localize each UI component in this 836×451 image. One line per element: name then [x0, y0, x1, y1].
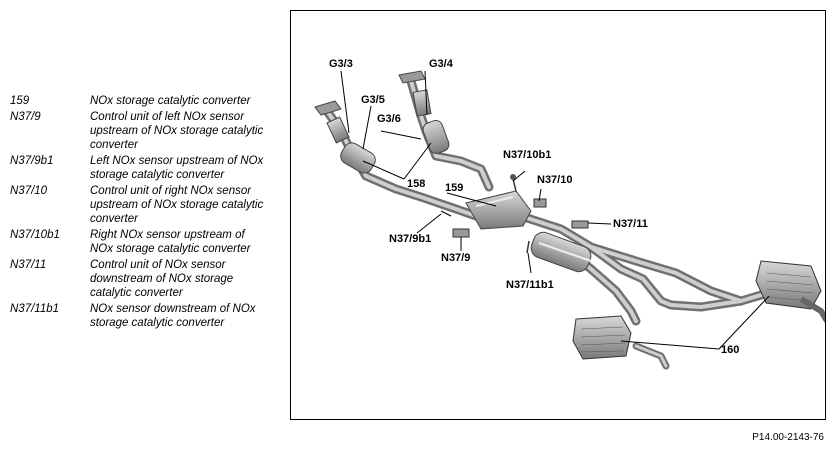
callout-g3-6: G3/6 [377, 113, 401, 125]
rear-silencers [572, 260, 825, 360]
legend-row: N37/10 Control unit of right NOx sensor … [10, 184, 280, 226]
callout-158: 158 [407, 178, 425, 190]
legend-code: N37/9b1 [10, 155, 54, 167]
control-unit-n37-10 [533, 198, 547, 208]
control-unit-n37-11 [571, 220, 589, 229]
legend-list: 159 NOx storage catalytic converter N37/… [10, 94, 280, 332]
legend-code: N37/11b1 [10, 303, 60, 315]
legend-row: N37/9b1 Left NOx sensor upstream of NOx … [10, 154, 280, 182]
callout-g3-4: G3/4 [429, 58, 454, 70]
callout-g3-5: G3/5 [361, 94, 385, 106]
legend-description: Control unit of NOx sensor downstream of… [90, 259, 234, 299]
middle-silencer [530, 231, 592, 273]
legend-description: Control unit of left NOx sensor upstream… [90, 111, 264, 151]
legend-row: N37/11b1 NOx sensor downstream of NOx st… [10, 302, 280, 330]
callout-n37-9: N37/9 [441, 252, 470, 264]
primary-catalytic-converters [340, 120, 450, 174]
nox-storage-catalytic-converter [465, 190, 532, 230]
legend-code: N37/10 [10, 185, 48, 197]
callout-g3-3: G3/3 [329, 58, 353, 70]
callout-labels: G3/3 G3/4 G3/5 G3/6 N37/10b1 N37/10 158 … [329, 58, 739, 356]
legend-row: N37/11 Control unit of NOx sensor downst… [10, 258, 280, 300]
callout-n37-11: N37/11 [613, 218, 648, 230]
legend-code: N37/11 [10, 259, 47, 271]
callout-n37-10b1: N37/10b1 [503, 149, 551, 161]
legend-code: N37/10b1 [10, 229, 60, 241]
callout-160: 160 [721, 344, 739, 356]
callout-n37-10: N37/10 [537, 174, 572, 186]
legend-code: N37/9 [10, 111, 41, 123]
exhaust-system-drawing: G3/3 G3/4 G3/5 G3/6 N37/10b1 N37/10 158 … [314, 58, 825, 370]
callout-n37-9b1: N37/9b1 [389, 233, 431, 245]
legend-row: N37/10b1 Right NOx sensor upstream of NO… [10, 228, 280, 256]
legend-description: Control unit of right NOx sensor upstrea… [90, 185, 264, 225]
legend-row: N37/9 Control unit of left NOx sensor up… [10, 110, 280, 152]
figure-id: P14.00-2143-76 [752, 432, 824, 443]
legend-description: Left NOx sensor upstream of NOx storage … [90, 155, 264, 181]
legend-description: Right NOx sensor upstream of NOx storage… [90, 229, 251, 255]
control-unit-n37-9 [452, 228, 470, 238]
legend-description: NOx sensor downstream of NOx storage cat… [90, 303, 256, 329]
leader-lines [340, 70, 770, 350]
legend-row: 159 NOx storage catalytic converter [10, 94, 280, 108]
callout-159: 159 [445, 182, 463, 194]
callout-n37-11b1: N37/11b1 [506, 279, 554, 291]
legend-description: NOx storage catalytic converter [90, 95, 251, 107]
exhaust-system-figure: G3/3 G3/4 G3/5 G3/6 N37/10b1 N37/10 158 … [290, 10, 826, 420]
legend-code: 159 [10, 95, 30, 107]
